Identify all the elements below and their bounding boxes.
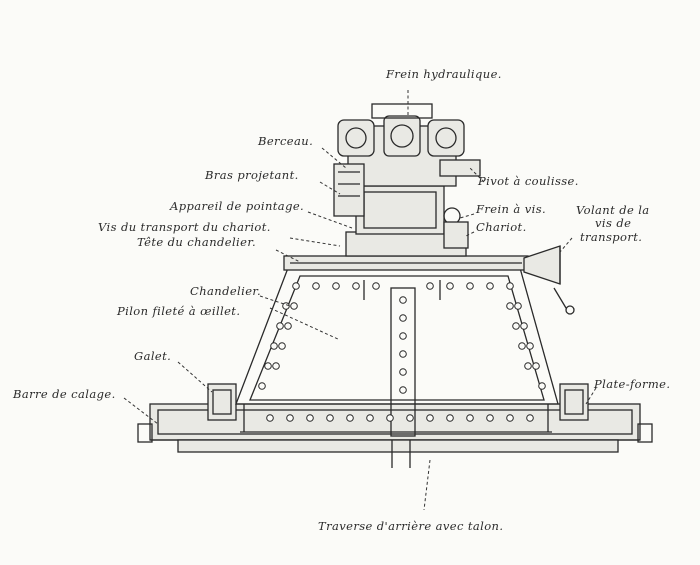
gun-body	[333, 103, 481, 249]
label-chariot: Chariot.	[476, 220, 527, 234]
label-chandelier: Chandelier.	[190, 284, 261, 298]
label-pivot-a-coulisse: Pivot à coulisse.	[477, 174, 579, 188]
label-traverse-arriere: Traverse d'arrière avec talon.	[318, 519, 503, 533]
label-bras-projetant: Bras projetant.	[204, 168, 299, 182]
label-volant-2: vis de	[595, 216, 631, 230]
leader-lines	[123, 90, 597, 511]
volant	[523, 245, 575, 315]
label-frein-hydraulique: Frein hydraulique.	[385, 67, 502, 81]
label-appareil-de-pointage: Appareil de pointage.	[169, 199, 304, 213]
label-vis-transport-chariot: Vis du transport du chariot.	[98, 220, 271, 234]
gun-mount-drawing	[137, 103, 653, 468]
label-pilon-filete: Pilon fileté à œillet.	[116, 304, 240, 318]
label-tete-chandelier: Tête du chandelier.	[137, 235, 256, 249]
label-galet: Galet.	[134, 349, 171, 363]
label-volant-3: transport.	[580, 230, 642, 244]
rivets	[258, 282, 546, 422]
label-volant-1: Volant de la	[576, 203, 650, 217]
galets	[207, 383, 589, 421]
label-berceau: Berceau.	[257, 134, 313, 148]
label-frein-a-vis: Frein à vis.	[475, 202, 546, 216]
label-plate-forme: Plate-forme.	[593, 377, 670, 391]
tete-chandelier	[283, 231, 529, 271]
label-barre-de-calage: Barre de calage.	[12, 387, 116, 401]
labels: Frein hydraulique. Berceau. Bras projeta…	[12, 67, 670, 533]
